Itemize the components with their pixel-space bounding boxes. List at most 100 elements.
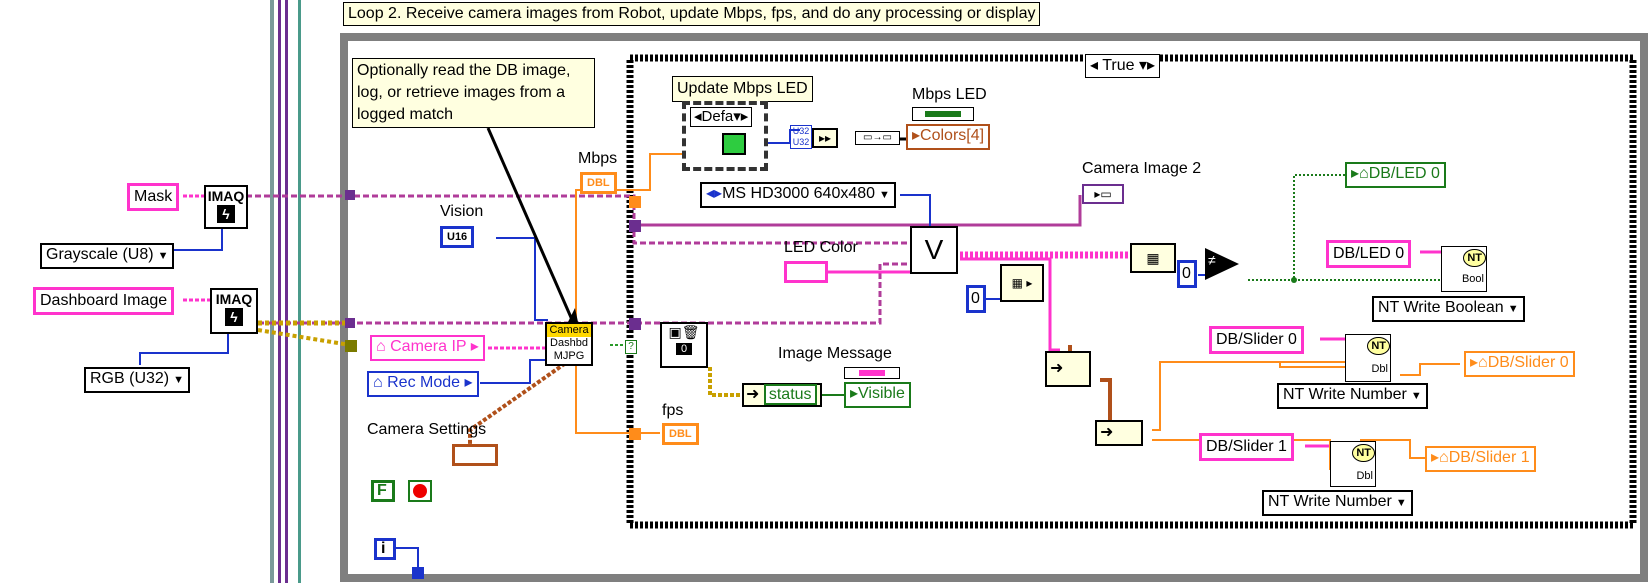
bool-text: Bool bbox=[1461, 273, 1484, 285]
visible-text: Visible bbox=[858, 385, 905, 402]
rec-mode-global[interactable]: ⌂ Rec Mode ▸ bbox=[367, 371, 479, 397]
message-bar bbox=[859, 370, 885, 376]
db-slider1-global: ▸⌂DB/Slider 1 bbox=[1425, 446, 1536, 472]
mbps-led-icon bbox=[912, 107, 974, 121]
camera-image2-indicator: ▸▭ bbox=[1082, 184, 1124, 204]
camera-vi-top: Camera bbox=[547, 324, 591, 337]
index-array-node: ▦ bbox=[1130, 243, 1176, 273]
small-green-terminal: ? bbox=[625, 340, 637, 354]
rgb-enum[interactable]: RGB (U32)▼ bbox=[84, 367, 191, 393]
db-slider1-constant[interactable]: DB/Slider 1 bbox=[1199, 433, 1294, 461]
false-constant[interactable]: F bbox=[371, 480, 395, 502]
db-led0-global: ▸⌂DB/LED 0 bbox=[1345, 162, 1446, 188]
build-array-node: ▸▸ bbox=[812, 128, 838, 148]
case-selector[interactable]: ◂ True ▾▸ bbox=[1085, 54, 1161, 78]
green-led-constant[interactable] bbox=[722, 133, 746, 155]
nt-write-number-text-a: NT Write Number bbox=[1283, 386, 1407, 403]
nt-write-number-vi-2[interactable]: NT Dbl bbox=[1330, 441, 1376, 487]
db-slider1-indicator-text: DB/Slider 1 bbox=[1448, 449, 1530, 466]
structure-edge-3 bbox=[285, 0, 288, 583]
dropdown-arrow-icon: ▼ bbox=[173, 374, 185, 386]
camera-ip-text: Camera IP bbox=[390, 338, 467, 355]
rgb-text: RGB (U32) bbox=[90, 370, 170, 387]
db-led0-indicator-text: DB/LED 0 bbox=[1368, 165, 1440, 182]
fps-label: fps bbox=[662, 402, 684, 419]
nt-badge-3: NT bbox=[1352, 444, 1375, 462]
dropdown-arrow-icon: ▼ bbox=[879, 189, 890, 201]
db-slider0-global: ▸⌂DB/Slider 0 bbox=[1464, 351, 1575, 377]
led-color-label: LED Color bbox=[784, 239, 858, 256]
db-slider0-constant[interactable]: DB/Slider 0 bbox=[1209, 326, 1304, 354]
iteration-terminal: i bbox=[374, 538, 396, 560]
mbps-led-label: Mbps LED bbox=[912, 86, 987, 103]
array-size-node: ▦ ▸ bbox=[1000, 264, 1044, 302]
image-message-icon bbox=[844, 367, 900, 379]
dropdown-arrow-icon: ▼ bbox=[1507, 303, 1519, 315]
imaq-vi-1[interactable]: IMAQ ϟ bbox=[204, 185, 248, 229]
grayscale-text: Grayscale (U8) bbox=[46, 246, 154, 263]
trash-icon: ▣🗑 bbox=[668, 324, 700, 340]
select-node: V bbox=[910, 226, 958, 274]
dashboard-image-constant[interactable]: Dashboard Image bbox=[33, 287, 175, 315]
db-slider0-indicator-text: DB/Slider 0 bbox=[1487, 354, 1569, 371]
inner-case-structure: ◂Defa▾▸ bbox=[682, 101, 768, 171]
imaq-vi-2[interactable]: IMAQ ϟ bbox=[210, 288, 258, 334]
dropdown-arrow-icon: ▼ bbox=[1410, 390, 1422, 402]
vision-u16-control[interactable]: U16 bbox=[440, 226, 475, 248]
mask-constant[interactable]: Mask bbox=[127, 183, 180, 211]
camera-settings-label: Camera Settings bbox=[367, 421, 487, 438]
db-led0-constant[interactable]: DB/LED 0 bbox=[1326, 240, 1412, 268]
stop-indicator bbox=[413, 484, 427, 498]
nt-write-number-ring-a[interactable]: NT Write Number▼ bbox=[1277, 383, 1428, 409]
camera-model-text: MS HD3000 640x480 bbox=[722, 185, 876, 202]
nt-badge-2: NT bbox=[1367, 337, 1390, 355]
led-color-control[interactable] bbox=[784, 261, 828, 283]
camera-dashboard-vi[interactable]: Camera Dashbd MJPG bbox=[545, 322, 593, 366]
camera-model-ring[interactable]: ◂▸MS HD3000 640x480▼ bbox=[700, 182, 896, 208]
comment-line-1: Optionally read the DB image, bbox=[357, 62, 571, 79]
nt-write-bool-vi[interactable]: NT Bool bbox=[1441, 246, 1487, 292]
led-bar bbox=[925, 111, 961, 117]
nt-write-boolean-text: NT Write Boolean bbox=[1378, 299, 1504, 316]
nt-write-number-vi-1[interactable]: NT Dbl bbox=[1345, 334, 1391, 382]
stop-button-icon[interactable] bbox=[408, 480, 432, 502]
u32-conversion: U32 U32 bbox=[790, 125, 812, 149]
zero-constant-a[interactable]: 0 bbox=[966, 285, 986, 313]
visible-property: ▸Visible bbox=[844, 382, 911, 408]
unbundle-node: ➜ status bbox=[742, 383, 822, 407]
close-image-vi[interactable]: ▣🗑 0 bbox=[660, 322, 708, 368]
grayscale-enum[interactable]: Grayscale (U8)▼ bbox=[40, 243, 175, 269]
camera-image2-label: Camera Image 2 bbox=[1082, 160, 1202, 177]
image-message-label: Image Message bbox=[778, 345, 892, 362]
camera-settings-cluster[interactable] bbox=[452, 444, 498, 466]
nt-write-boolean-ring[interactable]: NT Write Boolean▼ bbox=[1372, 296, 1525, 322]
unbundle-dbl-node-2: ➜ bbox=[1095, 420, 1143, 446]
nt-write-number-ring-b[interactable]: NT Write Number▼ bbox=[1262, 490, 1413, 516]
colors-indicator: ▸Colors[4] bbox=[906, 124, 991, 150]
reshape-node: ▭→▭ bbox=[855, 131, 900, 145]
colors-text: Colors[4] bbox=[920, 127, 985, 144]
rec-mode-text: Rec Mode bbox=[387, 374, 461, 391]
mbps-dbl-indicator[interactable]: DBL bbox=[580, 172, 617, 194]
camera-vi-mid: Dashbd bbox=[550, 337, 588, 349]
mbps-label: Mbps bbox=[578, 150, 618, 167]
zero-constant-b[interactable]: 0 bbox=[1177, 260, 1197, 288]
u32-text-b: U32 bbox=[792, 137, 810, 147]
comment-line-2: log, or retrieve images from a bbox=[357, 84, 566, 101]
not-equal-node bbox=[1205, 248, 1239, 280]
comment-line-3: logged match bbox=[357, 106, 454, 123]
nt-badge-1: NT bbox=[1463, 249, 1486, 267]
dropdown-arrow-icon: ▼ bbox=[1395, 497, 1407, 509]
dbl-text-1: Dbl bbox=[1371, 363, 1388, 375]
camera-ip-global[interactable]: ⌂ Camera IP ▸ bbox=[370, 335, 485, 361]
inner-case-text: Defa bbox=[701, 108, 734, 125]
nt-write-number-text-b: NT Write Number bbox=[1268, 493, 1392, 510]
inner-case-selector[interactable]: ◂Defa▾▸ bbox=[690, 107, 753, 127]
fps-dbl-indicator[interactable]: DBL bbox=[662, 423, 699, 445]
optional-read-comment: Optionally read the DB image, log, or re… bbox=[352, 58, 595, 128]
imaq-text-1: IMAQ bbox=[207, 188, 245, 204]
vision-label: Vision bbox=[440, 203, 484, 220]
not-equal-symbol: ≠ bbox=[1208, 252, 1216, 268]
camera-vi-bottom: MJPG bbox=[553, 350, 585, 362]
